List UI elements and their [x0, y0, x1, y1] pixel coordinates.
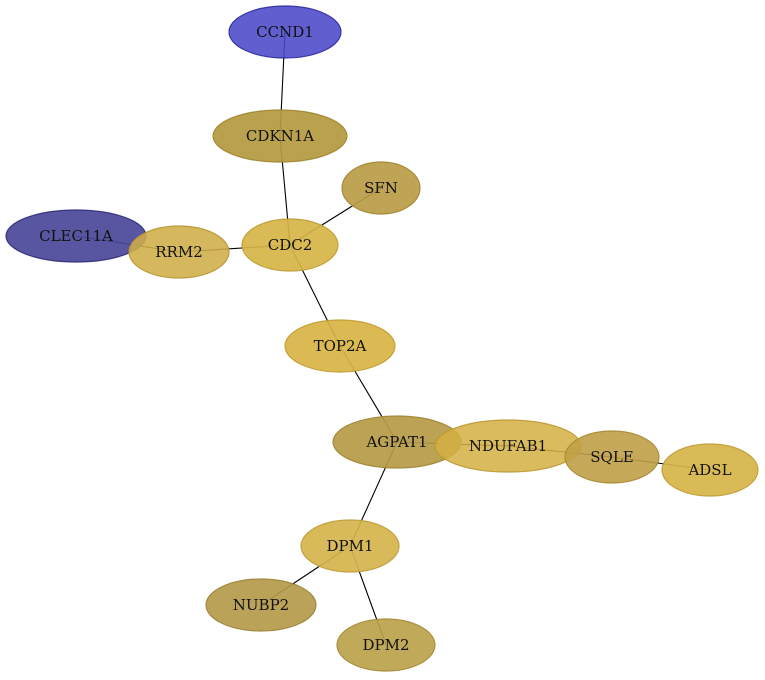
- node-cdkn1a[interactable]: CDKN1A: [212, 109, 348, 163]
- node-ccnd1[interactable]: CCND1: [228, 5, 342, 59]
- node-ellipse: [205, 578, 317, 632]
- node-label: AGPAT1: [365, 433, 427, 451]
- node-adsl[interactable]: ADSL: [661, 443, 759, 497]
- node-label: DPM1: [326, 537, 373, 555]
- node-ellipse: [661, 443, 759, 497]
- node-ellipse: [336, 618, 436, 672]
- node-label: TOP2A: [314, 337, 367, 355]
- node-label: NUBP2: [233, 596, 289, 614]
- node-label: DPM2: [362, 636, 409, 654]
- node-ellipse: [300, 519, 400, 573]
- node-nubp2[interactable]: NUBP2: [205, 578, 317, 632]
- node-top2a[interactable]: TOP2A: [284, 319, 396, 373]
- node-clec11a[interactable]: CLEC11A: [5, 209, 147, 263]
- node-dpm2[interactable]: DPM2: [336, 618, 436, 672]
- node-ellipse: [228, 5, 342, 59]
- node-ellipse: [241, 218, 339, 272]
- node-label: ADSL: [687, 461, 731, 479]
- node-label: CDC2: [268, 236, 313, 254]
- node-ellipse: [341, 161, 421, 215]
- node-ellipse: [284, 319, 396, 373]
- node-ndufab1[interactable]: NDUFAB1: [434, 419, 582, 473]
- node-label: RRM2: [155, 243, 203, 261]
- node-ellipse: [564, 430, 660, 484]
- node-ellipse: [212, 109, 348, 163]
- node-sfn[interactable]: SFN: [341, 161, 421, 215]
- node-ellipse: [128, 225, 230, 279]
- node-dpm1[interactable]: DPM1: [300, 519, 400, 573]
- node-sqle[interactable]: SQLE: [564, 430, 660, 484]
- node-rrm2[interactable]: RRM2: [128, 225, 230, 279]
- node-label: SFN: [364, 179, 398, 197]
- node-agpat1[interactable]: AGPAT1: [332, 415, 462, 469]
- node-cdc2[interactable]: CDC2: [241, 218, 339, 272]
- node-label: NDUFAB1: [469, 437, 547, 455]
- node-label: CDKN1A: [246, 127, 314, 145]
- node-label: SQLE: [590, 448, 633, 466]
- node-label: CCND1: [256, 23, 314, 41]
- node-label: CLEC11A: [39, 227, 113, 245]
